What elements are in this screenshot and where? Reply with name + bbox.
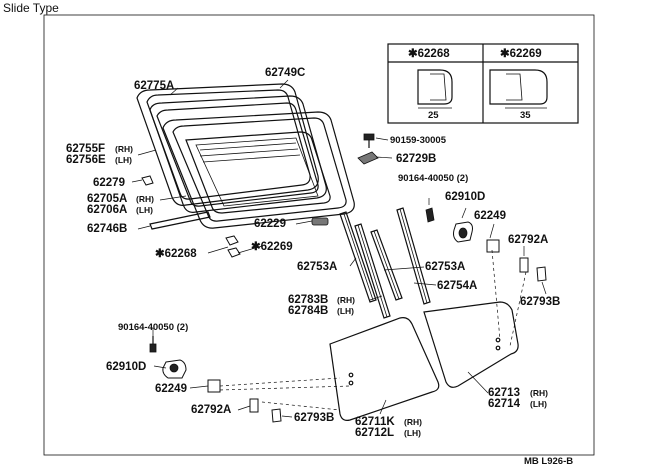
label-62712L: 62712L (355, 427, 394, 439)
pad-62249-upper (486, 239, 500, 253)
label-62729B: 62729B (396, 153, 436, 165)
label-62705A-rh: (RH) (136, 194, 154, 204)
label-62713-rh: (RH) (530, 388, 548, 398)
inset-dim-25: 25 (428, 110, 439, 121)
label-62753A-left: 62753A (297, 261, 337, 273)
cushion-62229 (311, 217, 329, 226)
bolt-90159-30005 (363, 133, 375, 148)
label-62755F-rh: (RH) (115, 144, 133, 154)
channel-62753A-left (339, 211, 377, 303)
screw-90164-40050-upper (425, 207, 435, 223)
label-62706A: 62706A (87, 204, 127, 216)
label-62753A-right: 62753A (425, 261, 465, 273)
spacer-62792A-lower (249, 398, 259, 413)
label-62229: 62229 (254, 218, 286, 230)
label-62792A-lower: 62792A (191, 404, 231, 416)
label-62755F: 62755F (66, 143, 105, 155)
label-90164-40050-lower: 90164-40050 (2) (118, 322, 188, 333)
channel-62753A-right (370, 229, 403, 301)
stopper-62793B-upper (536, 266, 547, 282)
align-line-upper (491, 249, 501, 341)
weatherstrip-62746B (149, 211, 211, 230)
clip-size-inset: ✱62268 ✱62269 25 35 (387, 43, 579, 124)
align-line-lower (219, 377, 341, 387)
bracket-62729B (357, 151, 379, 165)
label-62714-lh: (LH) (530, 399, 547, 409)
channel-62783B (354, 223, 391, 319)
label-62279: 62279 (93, 177, 125, 189)
window-frame-assembly (136, 83, 355, 229)
inset-label-62269: ✱62269 (500, 48, 542, 60)
pad-62249-lower (207, 379, 221, 393)
label-62746B: 62746B (87, 223, 127, 235)
label-62756E-lh: (LH) (115, 155, 132, 165)
label-62783B-rh: (RH) (337, 295, 355, 305)
label-62756E: 62756E (66, 154, 106, 166)
label-62249-upper: 62249 (474, 210, 506, 222)
label-62706A-lh: (LH) (136, 205, 153, 215)
diagram-frame (43, 14, 595, 456)
label-62712L-lh: (LH) (404, 428, 421, 438)
spacer-62792A-upper (519, 257, 529, 273)
channel-62754A (396, 207, 431, 305)
label-62784B: 62784B (288, 305, 328, 317)
inset-label-62268: ✱62268 (408, 48, 450, 60)
label-62910D-upper: 62910D (445, 191, 485, 203)
label-62775A: 62775A (134, 80, 174, 92)
label-90159-30005: 90159-30005 (390, 135, 447, 146)
label-62793B-lower: 62793B (294, 412, 334, 424)
label-62714: 62714 (488, 398, 521, 410)
label-62910D-lower: 62910D (106, 361, 146, 373)
diagram-title: Slide Type (3, 1, 59, 15)
label-62268: ✱62268 (155, 248, 197, 260)
diagram-code: MB L926-B (524, 456, 573, 467)
glass-62711K (329, 317, 440, 421)
glass-62713 (423, 301, 519, 388)
clip-62268 (225, 235, 239, 246)
leader-lines (131, 79, 547, 418)
clip-62269 (227, 247, 241, 258)
label-62784B-lh: (LH) (337, 306, 354, 316)
label-62711K-rh: (RH) (404, 417, 422, 427)
clip-62279 (141, 175, 154, 186)
label-62249-lower: 62249 (155, 383, 187, 395)
inset-dim-35: 35 (520, 110, 531, 121)
label-62749C: 62749C (265, 67, 305, 79)
label-62269: ✱62269 (251, 241, 293, 253)
label-90164-40050-upper: 90164-40050 (2) (398, 173, 468, 184)
label-62792A-upper: 62792A (508, 234, 548, 246)
label-62783B: 62783B (288, 294, 328, 306)
label-62754A: 62754A (437, 280, 477, 292)
stopper-62793B-lower (271, 408, 282, 423)
label-62713: 62713 (488, 387, 520, 399)
screw-90164-40050-lower (149, 336, 157, 353)
label-62793B-upper: 62793B (520, 296, 560, 308)
label-62705A: 62705A (87, 193, 127, 205)
label-62711K: 62711K (355, 416, 395, 428)
